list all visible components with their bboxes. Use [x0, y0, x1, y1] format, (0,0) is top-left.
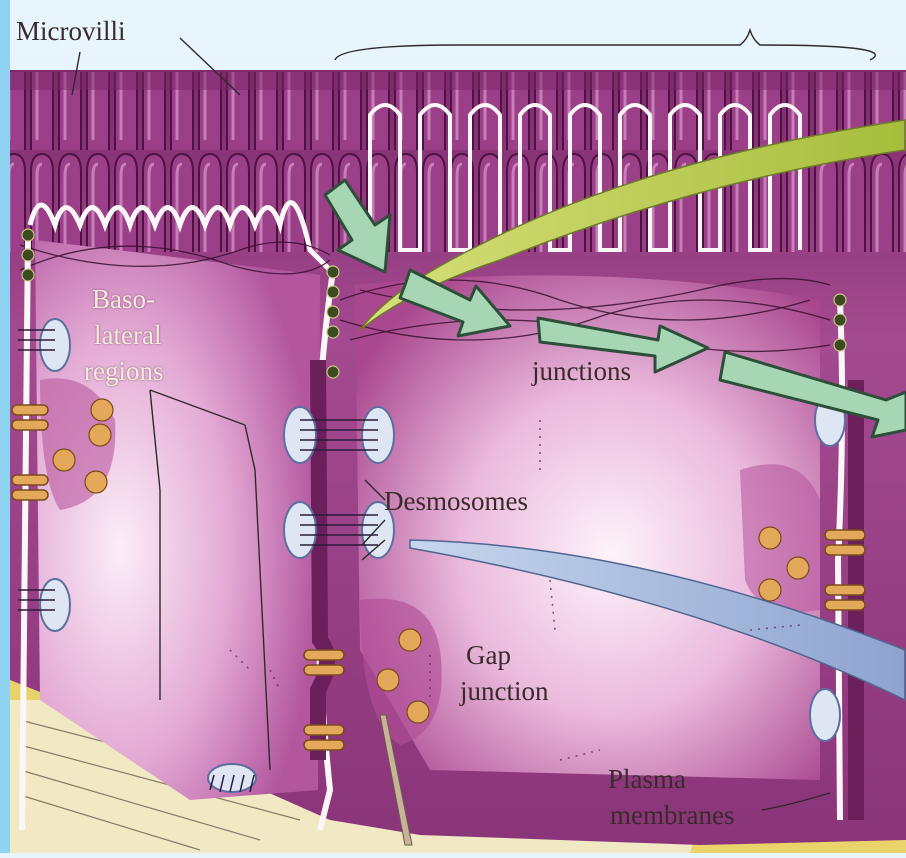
label-basolateral-1: Baso-	[92, 284, 155, 315]
label-gap-junction-1: Gap	[466, 640, 511, 671]
label-desmosomes: Desmosomes	[384, 486, 528, 517]
label-basolateral-2: lateral	[94, 320, 161, 351]
label-microvilli: Microvilli	[16, 16, 126, 47]
left-border	[0, 0, 10, 853]
label-basolateral-3: regions	[84, 356, 163, 387]
left-cell	[35, 240, 320, 800]
label-gap-junction-2: junction	[460, 676, 549, 707]
label-plasma-membranes-2: membranes	[610, 800, 734, 831]
label-tight-junctions: junctions	[532, 356, 631, 387]
label-plasma-membranes-1: Plasma	[608, 764, 686, 795]
